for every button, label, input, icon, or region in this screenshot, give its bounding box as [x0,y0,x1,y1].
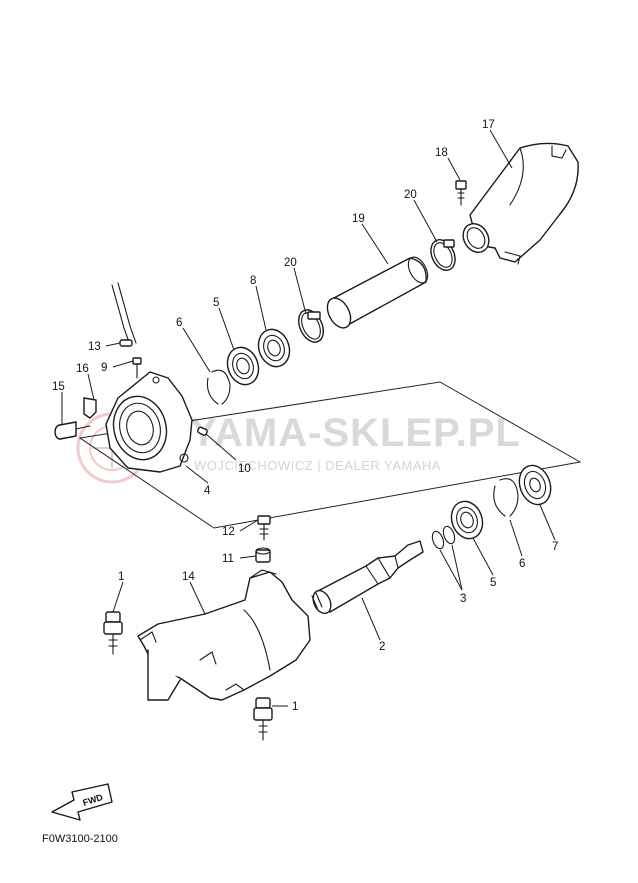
part-8-bearing [257,328,291,368]
callout-17: 17 [482,119,495,131]
callout-11: 11 [222,553,234,565]
callout-20-upper: 20 [404,189,417,201]
part-4-housing [105,371,193,473]
part-10-pin [197,426,208,436]
part-9-fitting [132,357,142,379]
callout-numbers: 17 18 20 19 20 8 5 6 13 9 16 15 10 4 12 … [52,119,558,713]
part-6-circlip-upper [206,369,231,405]
callout-15: 15 [52,381,65,393]
part-17-intake-duct [462,142,579,265]
part-6-circlip-lower [493,478,519,517]
part-19-hose [326,256,429,329]
watermark-subtitle: WOJCIECHOWICZ | DEALER YAMAHA [194,458,441,473]
callout-6-upper: 6 [176,317,182,329]
part-16-bracket [83,397,97,419]
callout-9: 9 [101,362,107,374]
part-13-nipple [119,339,133,347]
callout-19: 19 [352,213,365,225]
callout-5-lower: 5 [490,577,496,589]
watermark: YAMA-SKLEP.PL WOJCIECHOWICZ | DEALER YAM… [76,411,521,484]
callout-5-upper: 5 [213,297,219,309]
part-5-bearing-lower [450,500,484,540]
part-11-collar [255,547,271,563]
callout-1-lower: 1 [292,701,298,713]
diagram-code: F0W3100-2100 [42,833,118,845]
fwd-arrow: FWD [51,783,113,821]
part-20-hose-clamp-lower [298,309,324,343]
callout-1-upper: 1 [118,571,124,583]
part-15-bolt [54,421,91,440]
callout-2: 2 [379,641,385,653]
callout-4: 4 [204,485,211,497]
callout-20-lower: 20 [284,257,297,269]
part-1-bolt-lower [253,697,273,741]
part-2-drive-shaft [311,540,424,615]
part-3-o-rings [431,525,456,550]
callout-14: 14 [182,571,195,583]
callout-3: 3 [460,593,466,605]
cable [111,282,137,346]
part-14-shaft-housing [137,569,311,701]
callout-12: 12 [222,526,235,538]
callout-8: 8 [250,275,256,287]
part-20-hose-clamp-upper [430,239,456,271]
callout-10: 10 [238,463,251,475]
watermark-title: YAMA-SKLEP.PL [190,411,521,455]
part-18-bolt [455,180,467,206]
assembly-frame [78,381,582,529]
part-1-bolt-upper [103,611,123,655]
callout-13: 13 [88,341,101,353]
part-12-bolt [257,515,271,541]
callout-7: 7 [552,541,558,553]
callout-16: 16 [76,363,89,375]
part-7-oil-seal [518,464,552,506]
leader-lines [61,129,556,707]
callout-18: 18 [435,147,448,159]
part-5-bearing-upper [226,346,260,386]
callout-6-lower: 6 [519,558,525,570]
